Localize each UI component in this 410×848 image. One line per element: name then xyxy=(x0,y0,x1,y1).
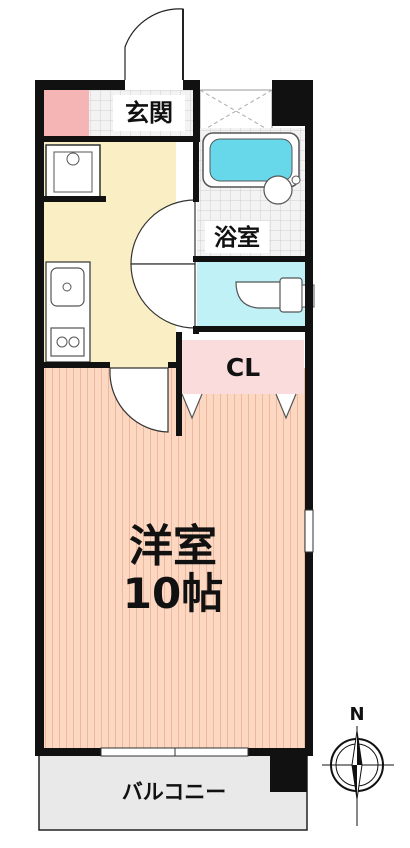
closet-label: CL xyxy=(226,353,260,382)
western-room-name: 洋室 xyxy=(129,521,217,572)
north-arrow: N xyxy=(322,704,394,826)
toilet-room xyxy=(197,262,315,326)
bath-door-swing xyxy=(130,199,196,329)
bath-label-bg xyxy=(205,221,269,253)
closet xyxy=(181,340,304,420)
walls xyxy=(35,80,313,756)
balcony-label: バルコニー xyxy=(122,780,227,804)
western-room xyxy=(43,368,305,752)
windows xyxy=(100,509,314,757)
north-label: N xyxy=(349,704,364,725)
entrance-label-bg xyxy=(113,95,185,131)
entrance-door-swing xyxy=(124,8,184,80)
shoe-cabinet xyxy=(199,89,273,133)
entrance-label: 玄関 xyxy=(125,99,173,127)
entrance-accent xyxy=(43,90,89,138)
room-door-swing xyxy=(109,367,169,433)
western-room-size: 10帖 xyxy=(123,569,223,618)
washing-machine-space xyxy=(45,144,101,201)
kitchen-counter xyxy=(45,261,91,363)
balcony xyxy=(38,751,308,831)
bath-label: 浴室 xyxy=(214,224,260,251)
